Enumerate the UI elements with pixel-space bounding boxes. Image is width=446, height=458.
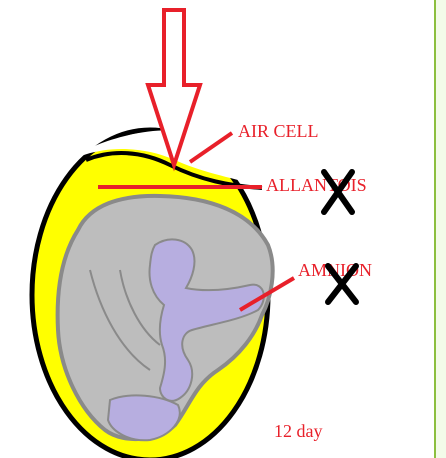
air-cell-label: AIR CELL [238,121,319,141]
allantois-label: ALLANTOIS [266,175,367,195]
day-label: 12 day [274,421,323,441]
